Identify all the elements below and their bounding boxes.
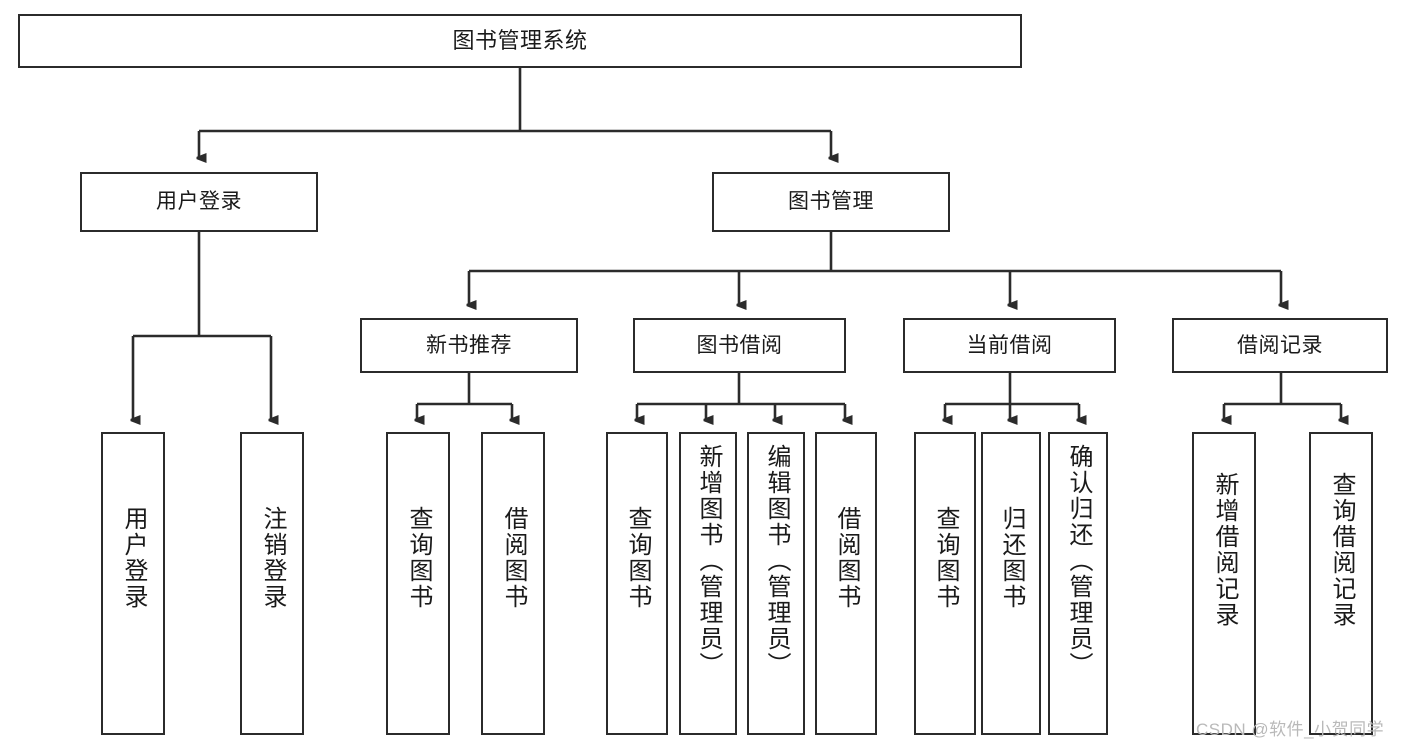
leaf-logout-login-label: 注销登录	[259, 506, 286, 610]
leaf-query-book-1-label: 查询图书	[405, 506, 432, 610]
leaf-edit-book[interactable]: 编辑图书（管理员）	[747, 432, 805, 735]
leaf-return-book[interactable]: 归还图书	[981, 432, 1041, 735]
leaf-query-book-1[interactable]: 查询图书	[386, 432, 450, 735]
leaf-query-book-2[interactable]: 查询图书	[606, 432, 668, 735]
leaf-borrow-book-1-label: 借阅图书	[500, 506, 527, 610]
leaf-borrow-book-2-label: 借阅图书	[833, 506, 860, 610]
node-user-login[interactable]: 用户登录	[80, 172, 318, 232]
node-new-book-recommend-label: 新书推荐	[426, 333, 512, 357]
leaf-user-login[interactable]: 用户登录	[101, 432, 165, 735]
node-borrow-record-label: 借阅记录	[1237, 333, 1323, 357]
leaf-query-borrow-record-label: 查询借阅记录	[1328, 472, 1355, 628]
node-root-label: 图书管理系统	[452, 27, 588, 53]
node-new-book-recommend[interactable]: 新书推荐	[360, 318, 578, 373]
leaf-query-book-2-label: 查询图书	[624, 506, 651, 610]
leaf-add-borrow-record-label: 新增借阅记录	[1211, 472, 1238, 628]
leaf-add-book[interactable]: 新增图书（管理员）	[679, 432, 737, 735]
leaf-query-book-3[interactable]: 查询图书	[914, 432, 976, 735]
node-user-login-label: 用户登录	[156, 190, 242, 214]
leaf-borrow-book-1[interactable]: 借阅图书	[481, 432, 545, 735]
node-current-borrow[interactable]: 当前借阅	[903, 318, 1116, 373]
leaf-query-book-3-label: 查询图书	[932, 506, 959, 610]
leaf-add-borrow-record[interactable]: 新增借阅记录	[1192, 432, 1256, 735]
node-current-borrow-label: 当前借阅	[966, 333, 1053, 357]
leaf-query-borrow-record[interactable]: 查询借阅记录	[1309, 432, 1373, 735]
leaf-add-book-label: 新增图书（管理员）	[695, 444, 722, 678]
node-book-borrow-label: 图书借阅	[696, 333, 783, 357]
node-book-manage[interactable]: 图书管理	[712, 172, 950, 232]
leaf-edit-book-label: 编辑图书（管理员）	[763, 444, 790, 678]
node-book-borrow[interactable]: 图书借阅	[633, 318, 846, 373]
leaf-user-login-label: 用户登录	[120, 506, 147, 610]
leaf-logout-login[interactable]: 注销登录	[240, 432, 304, 735]
node-book-manage-label: 图书管理	[788, 190, 874, 214]
leaf-return-book-label: 归还图书	[998, 506, 1025, 610]
leaf-confirm-return[interactable]: 确认归还（管理员）	[1048, 432, 1108, 735]
leaf-confirm-return-label: 确认归还（管理员）	[1065, 444, 1092, 678]
leaf-borrow-book-2[interactable]: 借阅图书	[815, 432, 877, 735]
node-root[interactable]: 图书管理系统	[18, 14, 1022, 68]
node-borrow-record[interactable]: 借阅记录	[1172, 318, 1388, 373]
